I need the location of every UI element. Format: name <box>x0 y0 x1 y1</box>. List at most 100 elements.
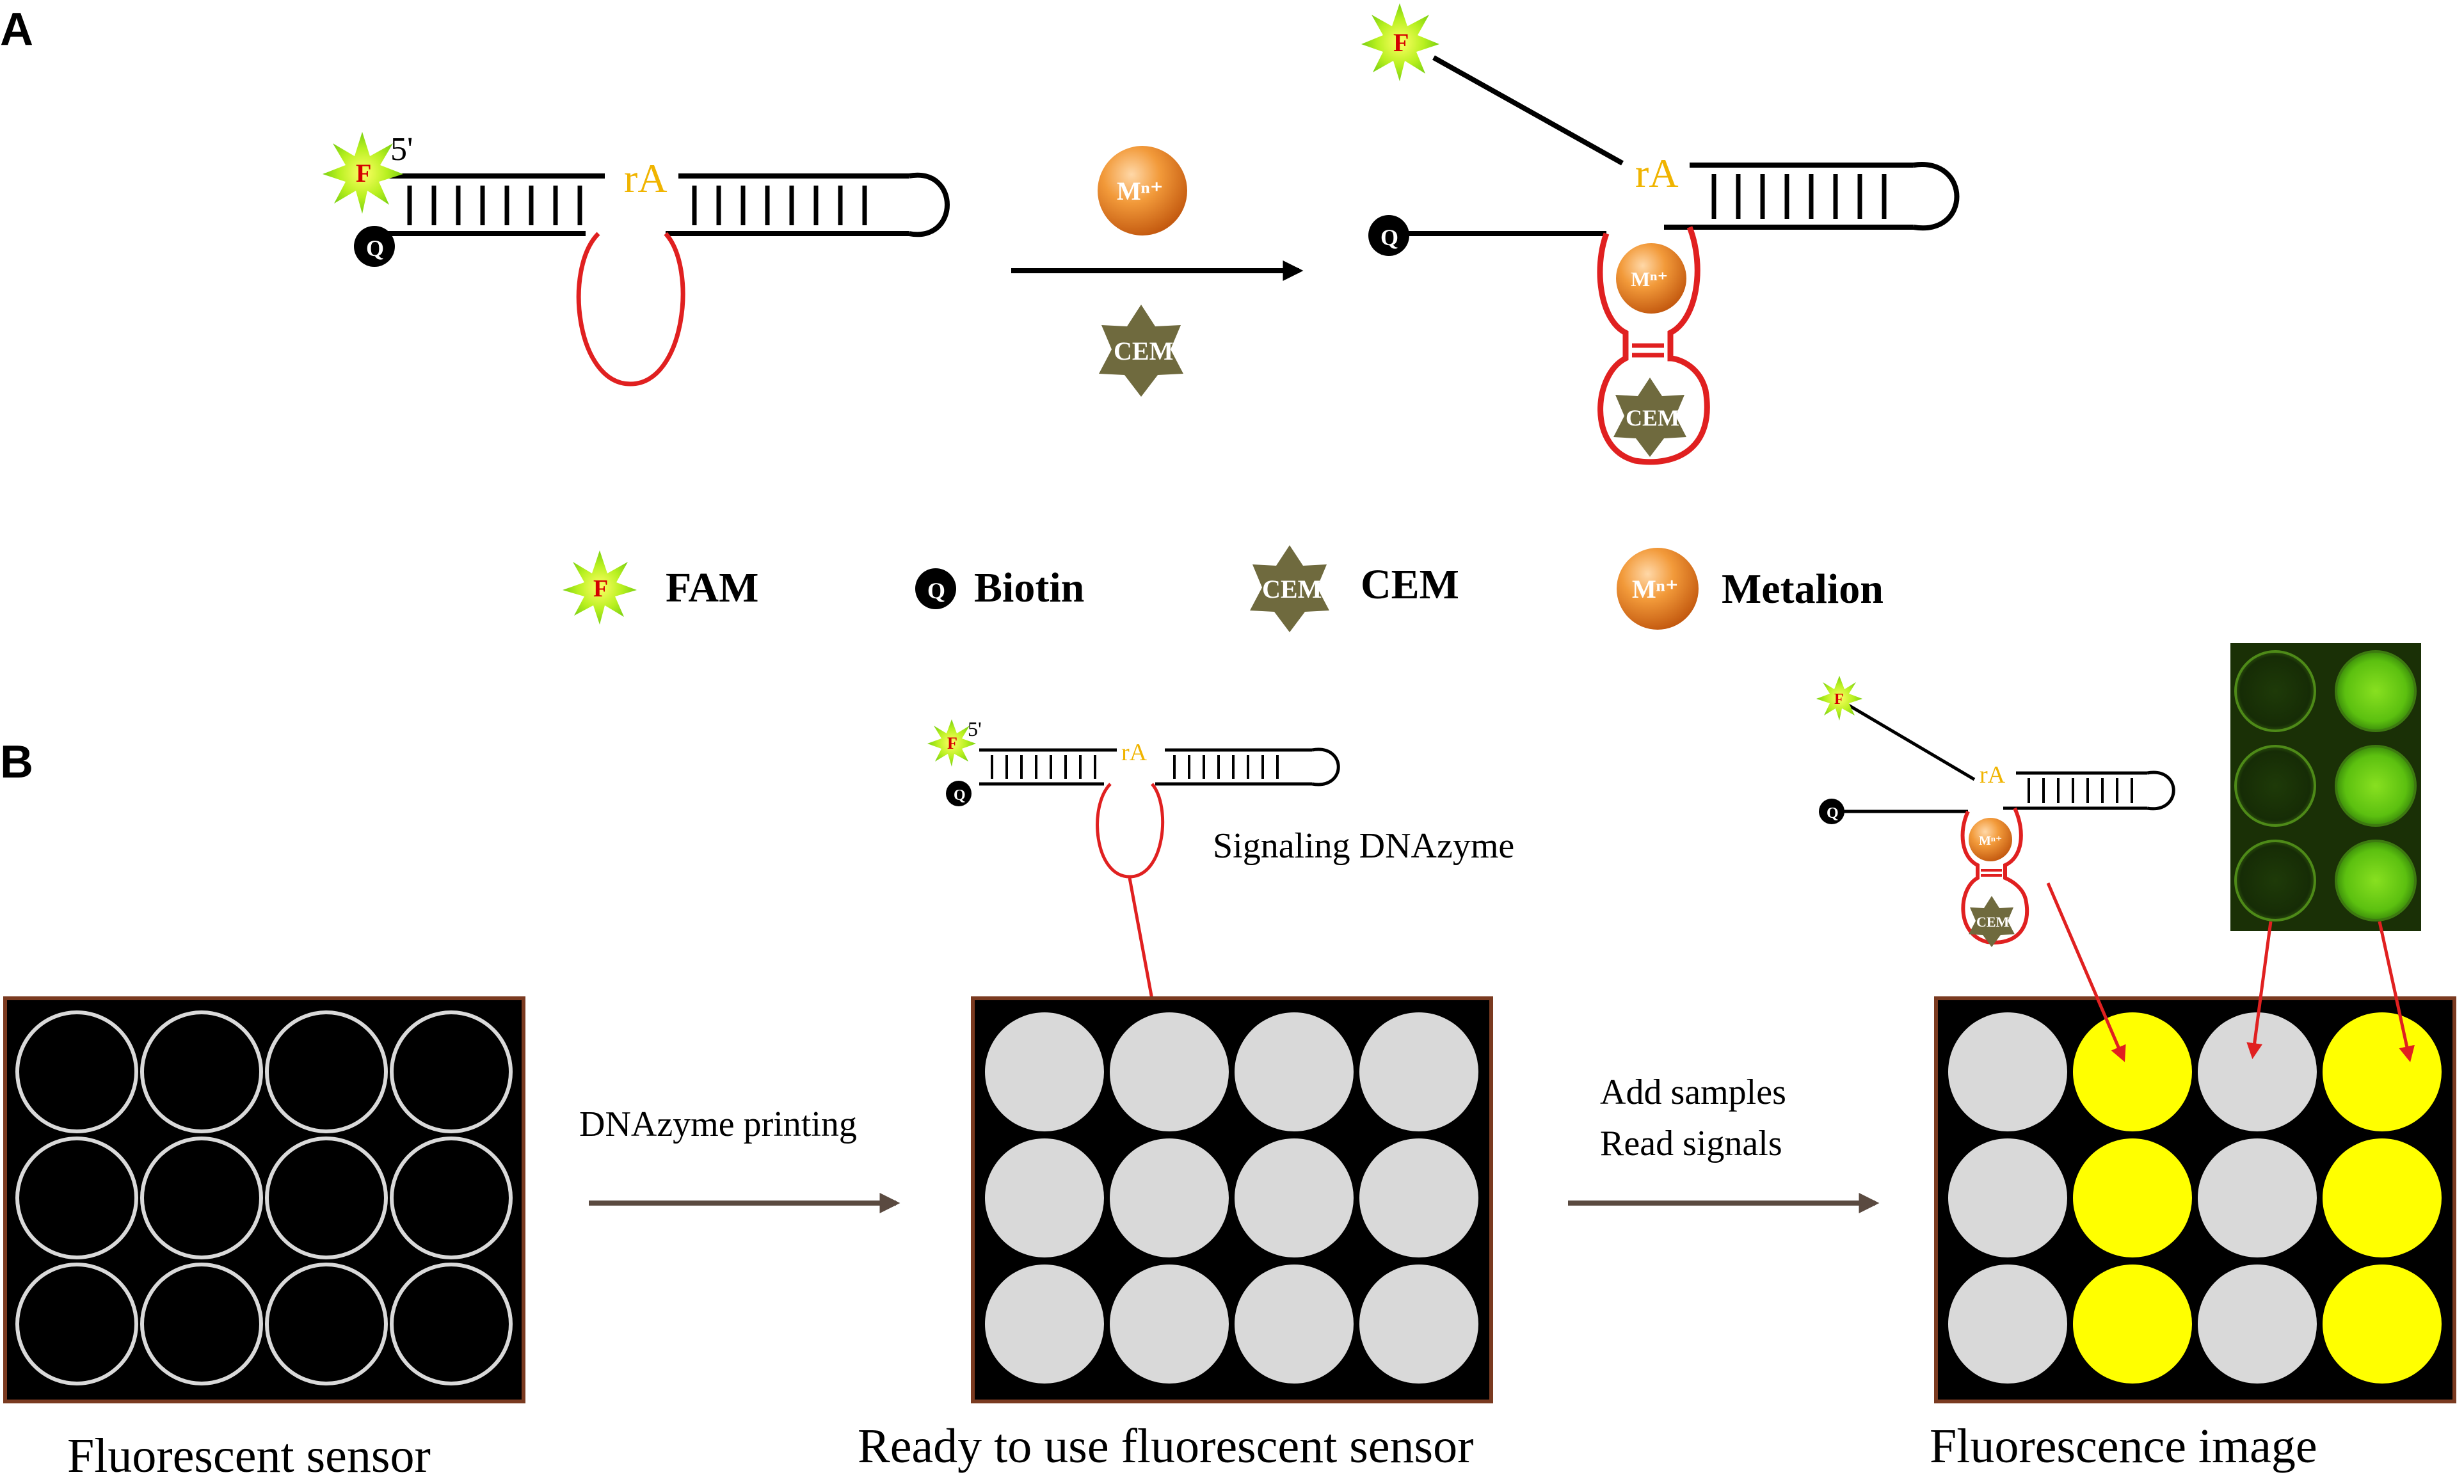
pointer-arrow-positive-2 <box>2378 921 2415 1062</box>
five-prime-label: 5' <box>390 131 413 168</box>
fluorescence-photo <box>2230 643 2421 931</box>
cem-bound-icon <box>1613 378 1686 457</box>
signaling-dnazyme <box>979 747 1340 1078</box>
legend: F FAM Q Biotin CEM CEM Mⁿ⁺ Metalion <box>563 545 1884 632</box>
well <box>2323 1138 2442 1257</box>
cem-bound-label: CEM <box>1626 405 1679 431</box>
metal-ion-label: Mⁿ⁺ <box>1117 177 1164 205</box>
cleaved-metal-glyph: Mⁿ⁺ <box>1979 834 2002 848</box>
signaling-ra: rA <box>1121 739 1148 766</box>
well <box>985 1138 1104 1257</box>
cem-icon <box>1099 305 1183 397</box>
metal-ion-bound-icon <box>1616 243 1686 314</box>
well <box>1235 1265 1354 1384</box>
well <box>15 1263 138 1385</box>
cleaved-biotin-icon <box>1819 799 1844 824</box>
well <box>1110 1265 1229 1384</box>
panel-a-letter: A <box>0 4 33 55</box>
signaling-fam-glyph: F <box>947 734 957 753</box>
fam-icon-released <box>1361 3 1439 81</box>
well <box>1948 1012 2067 1131</box>
biotin-label: Q <box>366 235 384 261</box>
biotin-label-cleaved: Q <box>1380 225 1398 250</box>
metal-ion-bound-label: Mⁿ⁺ <box>1631 267 1668 291</box>
well <box>2073 1012 2192 1131</box>
caption-fluorescent-sensor: Fluorescent sensor <box>67 1429 431 1483</box>
pointer-arrow-positive <box>2046 882 2126 1062</box>
well <box>1235 1012 1354 1131</box>
caption-fluorescence-image: Fluorescence image <box>1930 1419 2317 1473</box>
well <box>1110 1012 1229 1131</box>
well <box>985 1265 1104 1384</box>
biotin-icon <box>354 226 395 267</box>
biotin-icon-cleaved <box>1368 215 1409 256</box>
well <box>1359 1012 1478 1131</box>
well <box>390 1010 513 1133</box>
legend-fam-glyph: F <box>593 575 608 602</box>
cleaved-biotin-glyph: Q <box>1827 805 1839 822</box>
signaling-dnazyme-cleaved <box>1837 702 2175 945</box>
dnazyme-uncleaved <box>387 172 950 387</box>
well <box>1359 1138 1478 1257</box>
cleaved-cem-glyph: CEM <box>1976 914 2010 930</box>
well <box>140 1263 263 1385</box>
well <box>1359 1265 1478 1384</box>
well <box>265 1010 388 1133</box>
cleaved-ra: rA <box>1980 762 2006 788</box>
cleaved-cem-icon <box>1969 896 2015 947</box>
fam-label-released: F <box>1393 28 1409 57</box>
signaling-biotin-glyph: Q <box>954 787 966 804</box>
well <box>1948 1138 2067 1257</box>
signaling-five-prime: 5' <box>968 717 982 740</box>
well <box>265 1137 388 1259</box>
well <box>2198 1265 2317 1384</box>
pointer-arrow-negative <box>2246 921 2273 1059</box>
dnazyme-cleaved <box>1389 55 1960 465</box>
cleaved-fam-glyph: F <box>1834 691 1844 708</box>
legend-metalion-icon <box>1617 548 1699 630</box>
well <box>1948 1265 2067 1384</box>
well <box>2323 1012 2442 1131</box>
panel-b-letter: B <box>0 737 33 788</box>
well <box>140 1010 263 1133</box>
legend-fam: FAM <box>666 564 758 611</box>
plate-result <box>1934 996 2456 1403</box>
cem-label: CEM <box>1114 337 1173 365</box>
ra-label-cleaved: rA <box>1635 150 1679 196</box>
legend-metalion: Metalion <box>1722 566 1884 612</box>
well <box>2073 1265 2192 1384</box>
well <box>390 1137 513 1259</box>
fam-label: F <box>356 159 371 187</box>
well <box>265 1263 388 1385</box>
well <box>1110 1138 1229 1257</box>
legend-biotin-icon <box>915 568 956 609</box>
fam-icon <box>323 132 403 214</box>
step-add-samples-label: Add samples <box>1600 1073 1786 1112</box>
step-printing-label: DNAzyme printing <box>579 1105 857 1144</box>
well <box>2323 1265 2442 1384</box>
caption-ready-sensor: Ready to use fluorescent sensor <box>858 1419 1473 1473</box>
ra-label: rA <box>624 156 668 201</box>
well <box>2073 1138 2192 1257</box>
well <box>985 1012 1104 1131</box>
legend-cem: CEM <box>1361 561 1459 608</box>
signaling-biotin-icon <box>946 781 972 806</box>
cleaved-metal-icon <box>1969 818 2012 861</box>
legend-cem-icon <box>1250 545 1329 632</box>
legend-metalion-glyph: Mⁿ⁺ <box>1632 575 1679 603</box>
legend-biotin-glyph: Q <box>927 578 945 603</box>
well <box>15 1010 138 1133</box>
folded-structure <box>1597 226 1710 465</box>
step-read-signals-label: Read signals <box>1600 1124 1782 1163</box>
well <box>15 1137 138 1259</box>
plate-empty <box>3 996 525 1403</box>
signaling-dnazyme-label: Signaling DNAzyme <box>1213 826 1514 866</box>
metal-ion-icon <box>1098 146 1187 235</box>
signaling-fam-icon <box>927 719 976 767</box>
well <box>140 1137 263 1259</box>
cleaved-fam-icon <box>1816 676 1862 721</box>
well <box>2198 1012 2317 1131</box>
catalytic-loop <box>576 232 685 387</box>
legend-fam-icon <box>563 550 637 625</box>
